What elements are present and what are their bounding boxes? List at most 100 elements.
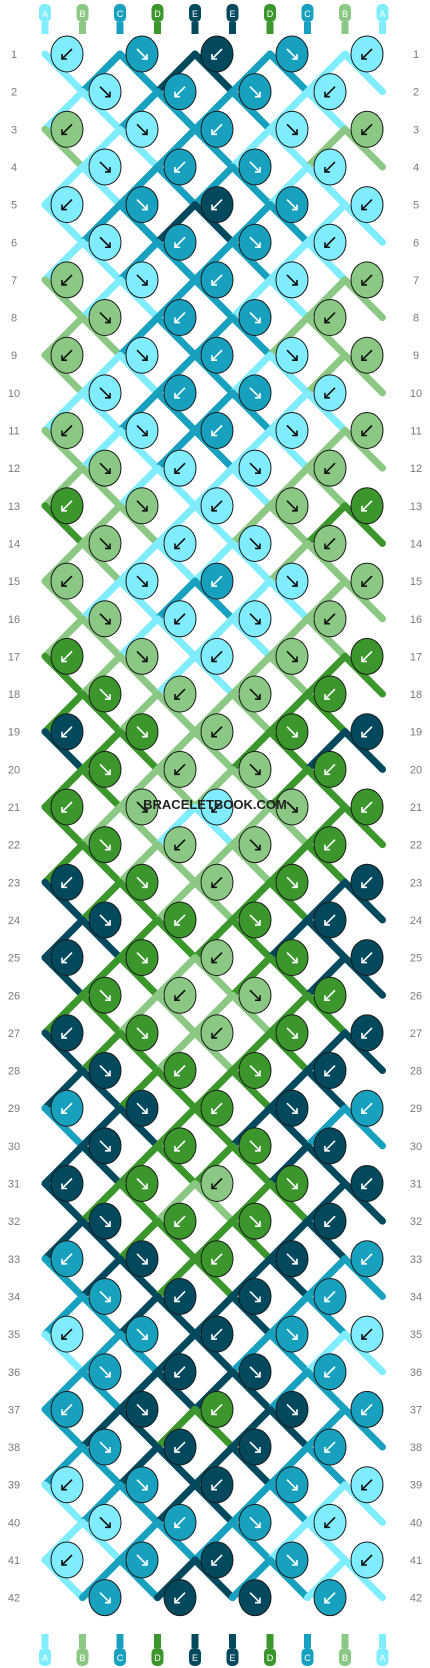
strand-segment (79, 1029, 124, 1075)
strand-segment (41, 238, 86, 284)
strand-segment (191, 1217, 236, 1263)
strand-segment (304, 803, 349, 849)
knot-arrow-icon (61, 1027, 73, 1039)
strand-segment (341, 1481, 386, 1526)
row-number-left: 23 (8, 877, 20, 889)
strand-segment (304, 1292, 349, 1338)
knot-arrow-head (324, 769, 330, 776)
knot-arrow-head (292, 129, 298, 136)
strand-segment (116, 351, 161, 397)
strand-segment (116, 615, 161, 660)
knot-arrow-head (105, 91, 111, 98)
knot-arrow-head (174, 317, 180, 324)
strand-segment (116, 276, 161, 322)
strand-label-bottom-tab (376, 1648, 389, 1666)
strand-segment (191, 1368, 236, 1413)
strand-segment (229, 1142, 274, 1187)
strand-segment (229, 1368, 274, 1413)
strand-segment (304, 389, 349, 434)
strand-segment (116, 577, 161, 623)
row-number-right: 6 (413, 237, 419, 249)
knot-arrow-head (211, 1484, 217, 1491)
strand-label-top: D (154, 9, 161, 19)
knot-arrow-icon (249, 839, 261, 851)
strand-segment (154, 1292, 199, 1338)
strand-segment (304, 1330, 349, 1376)
strand-label-bottom: D (154, 1653, 161, 1663)
strand-segment (79, 201, 124, 246)
strand-segment (266, 1518, 311, 1564)
knot-arrow-icon (61, 1102, 73, 1114)
strand-label-bottom: C (117, 1653, 124, 1663)
knot-arrow-head (61, 581, 67, 587)
knot-arrow-head (292, 581, 298, 587)
strand-segment (266, 615, 311, 660)
strand-label-top-tab (151, 4, 164, 22)
strand-segment (304, 841, 349, 886)
strand-segment (79, 577, 124, 623)
strand-segment (41, 125, 86, 171)
strand-segment (266, 1255, 311, 1300)
strand-segment (154, 464, 199, 510)
knot-arrow-icon (324, 236, 336, 248)
strand-label-top: A (42, 9, 48, 19)
knot-arrow-icon (174, 989, 186, 1001)
knot-arrow-icon (249, 462, 261, 474)
strand-segment (154, 201, 199, 246)
knot-arrow-icon (99, 86, 111, 98)
knot-arrow-head (61, 882, 67, 889)
strand-segment (41, 1330, 86, 1376)
knot-arrow-icon (361, 1027, 373, 1039)
knot-arrow-head (61, 54, 67, 60)
knot-arrow-head (61, 204, 67, 211)
knot-arrow-icon (61, 1328, 73, 1340)
strand-segment (154, 1368, 199, 1413)
strand-segment (154, 1443, 199, 1489)
row-number-left: 4 (11, 162, 17, 174)
knot-arrow-icon (361, 1253, 373, 1265)
knot-arrow-icon (286, 274, 298, 286)
knot-arrow-head (174, 618, 180, 625)
strand-label-bottom-tab (301, 1648, 314, 1666)
strand-segment (116, 916, 161, 962)
row-number-right: 12 (410, 463, 422, 475)
strand-segment (41, 201, 86, 246)
strand-segment (154, 1405, 199, 1451)
row-number-left: 16 (8, 614, 20, 626)
knot-arrow-head (324, 1597, 330, 1604)
strand-segment (304, 652, 349, 698)
strand-segment (41, 50, 86, 96)
knot-arrow-head (292, 1334, 298, 1340)
knot-arrow-icon (249, 236, 261, 248)
strand-segment (191, 389, 236, 434)
strand-segment (154, 728, 199, 773)
strand-segment (154, 1142, 199, 1187)
knot-arrow-head (361, 1334, 367, 1340)
strand-segment (116, 389, 161, 434)
row-number-right: 19 (410, 727, 422, 739)
strand-segment (191, 1405, 236, 1451)
strand-segment (41, 878, 86, 924)
strand-segment (116, 841, 161, 886)
knot-arrow-head (324, 317, 330, 324)
strand-segment (154, 427, 199, 472)
strand-label-bottom: A (379, 1653, 385, 1663)
row-number-left: 41 (8, 1555, 20, 1567)
knot-arrow-icon (286, 650, 298, 662)
strand-segment (116, 1180, 161, 1225)
strand-segment (229, 201, 274, 246)
row-number-left: 8 (11, 313, 17, 325)
strand-segment (79, 690, 124, 736)
strand-segment (41, 1368, 86, 1413)
strand-segment (41, 1405, 86, 1451)
strand-segment (116, 803, 161, 849)
strand-segment (154, 841, 199, 886)
knot-arrow-head (105, 1597, 111, 1604)
knot-arrow-icon (99, 311, 111, 324)
knot-arrow-head (324, 468, 330, 474)
knot-arrow-icon (61, 500, 73, 512)
knot-arrow-icon (99, 236, 111, 248)
strand-segment (266, 464, 311, 510)
knot-arrow-head (105, 1522, 111, 1529)
strand-segment (229, 1255, 274, 1300)
